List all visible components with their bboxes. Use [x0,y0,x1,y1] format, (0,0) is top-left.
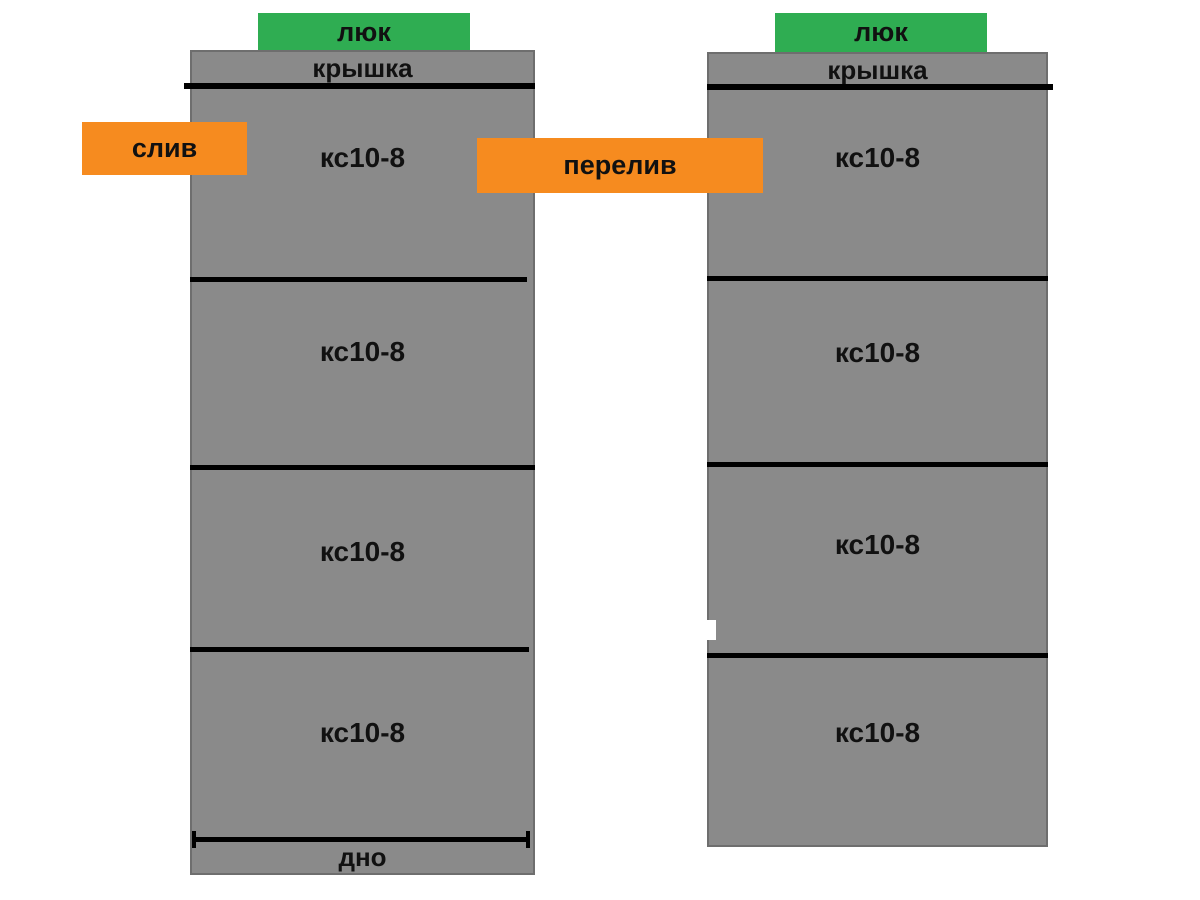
right-well-column: крышка кс10-8 кс10-8 кс10-8 кс10-8 [707,52,1053,847]
dimension-tick-left [192,831,196,848]
drain-label: слив [82,122,247,175]
overflow-label: перелив [477,138,763,193]
left-cover-label: крышка [312,53,413,83]
right-hatch-label: люк [775,13,987,52]
dimension-tick-right [526,831,530,848]
right-ring-label-4: кс10-8 [834,717,921,748]
left-cover-line [184,83,535,89]
left-edge-notch [707,620,716,640]
left-ring-divider-2 [190,465,535,470]
right-ring-label-2: кс10-8 [834,337,921,368]
right-cover-label: крышка [827,55,928,85]
right-ring-divider-1 [707,276,1048,281]
left-bottom-dimension-line [192,831,530,848]
left-ring-divider-1 [190,277,527,282]
right-cover-line [707,84,1053,90]
left-ring-label-1: кс10-8 [319,142,406,173]
left-bottom-label: дно [338,842,387,872]
left-ring-divider-3 [190,647,529,652]
right-ring-label-1: кс10-8 [834,142,921,173]
left-ring-label-4: кс10-8 [319,717,406,748]
right-ring-divider-2 [707,462,1048,467]
left-ring-label-2: кс10-8 [319,336,406,367]
left-ring-label-3: кс10-8 [319,536,406,567]
right-ring-divider-3 [707,653,1048,658]
left-hatch-label: люк [258,13,470,52]
right-ring-label-3: кс10-8 [834,529,921,560]
